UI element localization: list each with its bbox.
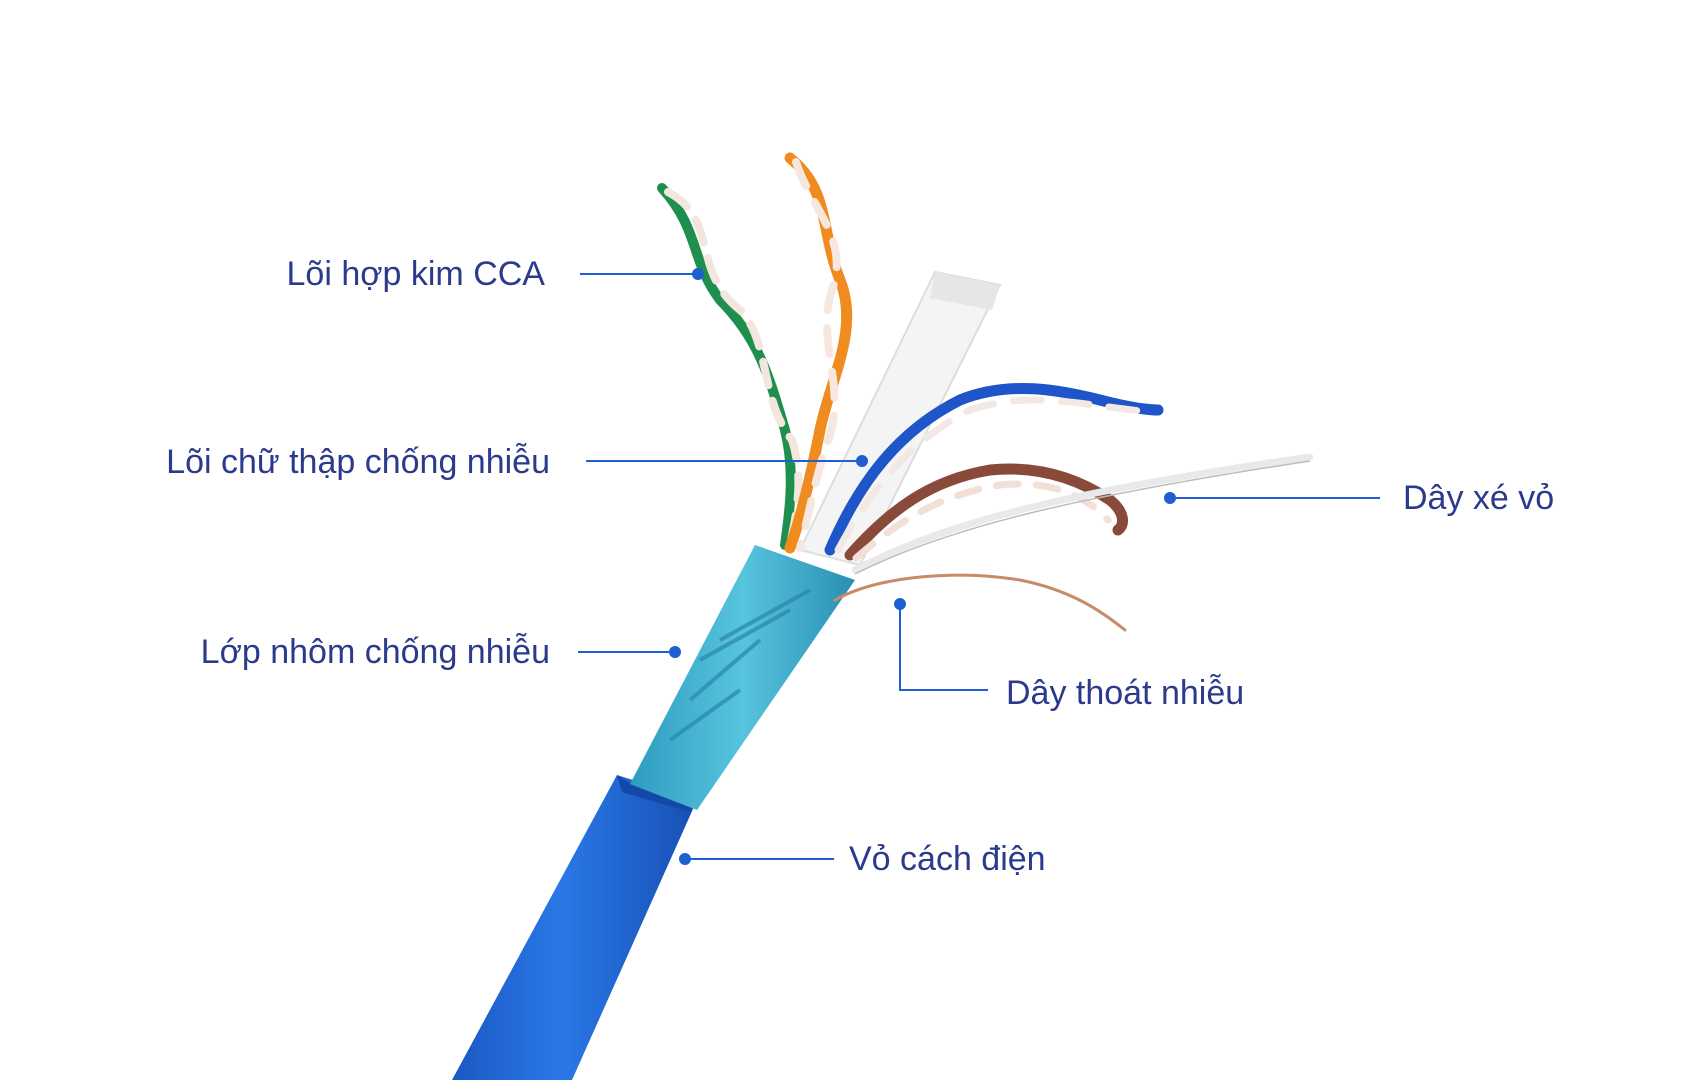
- leader-line-drain: [899, 604, 988, 691]
- green-white-wire: [664, 188, 803, 549]
- label-foil: Lớp nhôm chống nhiễu: [200, 633, 550, 671]
- brown-pair-wire: [844, 463, 1128, 561]
- label-drain: Dây thoát nhiễu: [1006, 674, 1245, 712]
- label-jacket: Vỏ cách điện: [849, 840, 1046, 878]
- leader-dot-drain: [894, 598, 906, 610]
- ripcord-wire-edge: [854, 460, 1311, 575]
- foil-shield-shape: [630, 545, 855, 810]
- label-core: Lõi hợp kim CCA: [286, 255, 546, 293]
- green-pair-wire: [657, 183, 796, 550]
- leader-dot-core: [692, 268, 704, 280]
- orange-white-wire: [792, 158, 841, 552]
- foil-shield-wrinkles: [668, 588, 811, 742]
- label-spline: Lõi chữ thập chống nhiễu: [166, 443, 550, 481]
- leader-dot-foil: [669, 646, 681, 658]
- blue-pair-wire: [824, 383, 1164, 556]
- leader-dot-ripcord: [1164, 492, 1176, 504]
- cross-spline-fin: [930, 272, 1000, 310]
- blue-white-wire: [834, 396, 1154, 554]
- label-ripcord: Dây xé vỏ: [1403, 479, 1555, 517]
- leader-dot-spline: [856, 455, 868, 467]
- outer-jacket-shape: [452, 775, 697, 1080]
- leader-dot-jacket: [679, 853, 691, 865]
- ripcord-wire: [851, 453, 1314, 574]
- brown-white-wire: [852, 480, 1112, 562]
- drain-wire: [833, 573, 1127, 632]
